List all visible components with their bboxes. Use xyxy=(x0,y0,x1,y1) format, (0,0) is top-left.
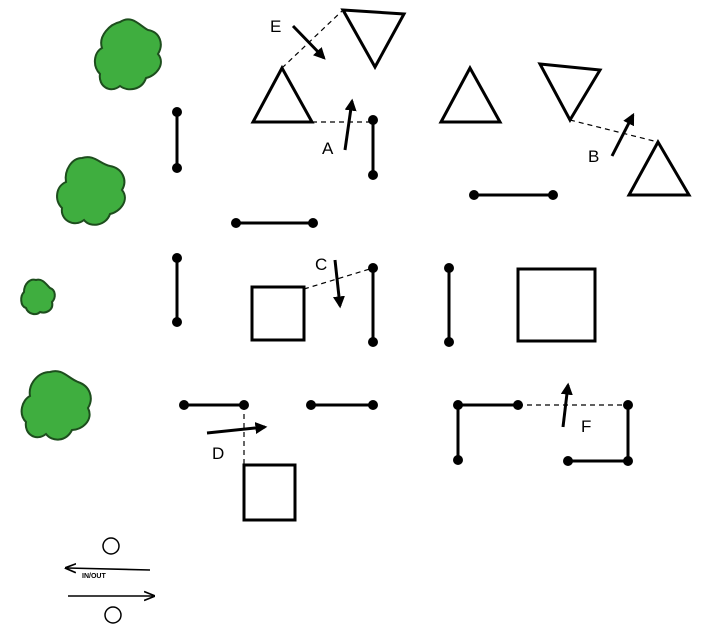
label-d: D xyxy=(212,444,224,463)
legend-circle-top xyxy=(103,538,119,554)
legend-arrow-left xyxy=(67,568,150,570)
bar-l-1 xyxy=(453,400,523,465)
arrow-d xyxy=(207,427,265,433)
bush-1 xyxy=(95,19,161,89)
label-e: E xyxy=(270,17,281,36)
triangle-down-2 xyxy=(540,64,600,120)
arrow-a xyxy=(345,101,352,150)
bar-v-1 xyxy=(172,107,182,173)
triangle-up-3 xyxy=(629,142,689,195)
arrow-b xyxy=(612,115,633,156)
square-2 xyxy=(518,269,595,341)
bar-l-2 xyxy=(563,400,633,466)
bar-v-2 xyxy=(368,115,378,180)
legend-in-out: IN/OUT xyxy=(82,573,106,580)
dashed-link-b xyxy=(570,120,658,142)
bar-h-4 xyxy=(306,400,378,410)
square-3 xyxy=(244,465,295,520)
triangle-down-1 xyxy=(343,10,404,67)
bush-4 xyxy=(22,371,91,440)
arrow-c xyxy=(335,260,340,306)
bar-h-2 xyxy=(469,190,558,200)
triangle-up-2 xyxy=(441,68,500,122)
arrow-f xyxy=(563,385,568,427)
bush-3 xyxy=(21,280,55,314)
bar-v-4 xyxy=(368,263,378,347)
label-a: A xyxy=(322,139,334,158)
bar-v-5 xyxy=(444,263,454,347)
bush-2 xyxy=(57,157,125,225)
dashed-link-e xyxy=(282,10,343,68)
triangle-up-1 xyxy=(253,68,312,122)
legend: IN/OUT xyxy=(67,538,153,623)
bar-h-3 xyxy=(179,400,249,410)
legend-circle-bottom xyxy=(105,607,121,623)
bar-v-3 xyxy=(172,253,182,327)
bar-h-1 xyxy=(231,218,318,228)
square-1 xyxy=(252,287,304,340)
label-f: F xyxy=(581,417,591,436)
label-c: C xyxy=(315,255,327,274)
label-b: B xyxy=(588,147,599,166)
